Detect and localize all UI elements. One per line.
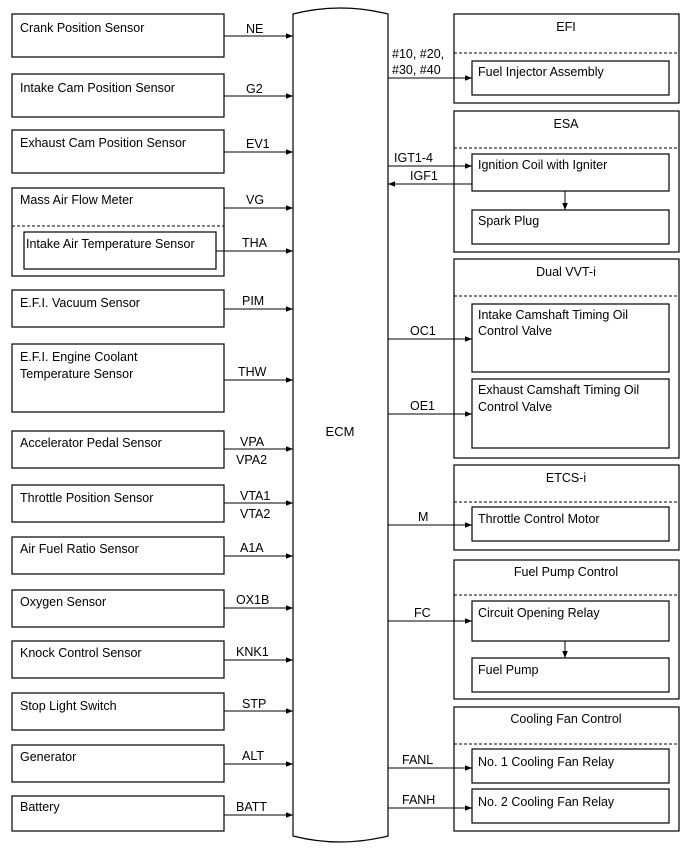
sensor-battery: Battery BATT — [11, 795, 293, 832]
svg-text:FANL: FANL — [402, 753, 433, 767]
sensor-intake-cam-position: Intake Cam Position Sensor G2 — [11, 73, 293, 118]
svg-text:M: M — [418, 510, 428, 524]
sensor-knock-control: Knock Control Sensor KNK1 — [11, 640, 293, 679]
ecm-label: ECM — [326, 424, 355, 439]
svg-text:PIM: PIM — [242, 294, 264, 308]
svg-text:Control Valve: Control Valve — [478, 324, 552, 338]
svg-text:No. 2 Cooling Fan Relay: No. 2 Cooling Fan Relay — [478, 795, 615, 809]
svg-text:Oxygen Sensor: Oxygen Sensor — [20, 595, 106, 609]
svg-text:STP: STP — [242, 697, 266, 711]
sensor-throttle-position: Throttle Position Sensor VTA1 VTA2 — [11, 484, 293, 523]
svg-text:Fuel Injector Assembly: Fuel Injector Assembly — [478, 65, 604, 79]
sensor-efi-vacuum: E.F.I. Vacuum Sensor PIM — [11, 289, 293, 328]
sensor-efi-engine-coolant-temperature: E.F.I. Engine Coolant Temperature Sensor… — [11, 343, 293, 413]
svg-text:IGT1-4: IGT1-4 — [394, 151, 433, 165]
sensor-intake-air-temperature — [23, 231, 217, 270]
ecm-block — [292, 7, 389, 843]
svg-text:EFI: EFI — [556, 20, 575, 34]
svg-text:Battery: Battery — [20, 800, 60, 814]
component-spark-plug — [471, 209, 670, 245]
component-fuel-injector-assembly — [471, 60, 670, 96]
component-intake-camshaft-timing-oil-control-valve — [471, 303, 670, 373]
svg-text:BATT: BATT — [236, 800, 267, 814]
svg-text:E.F.I. Engine Coolant: E.F.I. Engine Coolant — [20, 350, 138, 364]
svg-text:Knock Control Sensor: Knock Control Sensor — [20, 646, 142, 660]
svg-text:Throttle Position Sensor: Throttle Position Sensor — [20, 491, 153, 505]
svg-text:KNK1: KNK1 — [236, 645, 269, 659]
component-fuel-pump — [471, 657, 670, 693]
svg-text:Circuit Opening Relay: Circuit Opening Relay — [478, 606, 600, 620]
svg-text:Spark Plug: Spark Plug — [478, 214, 539, 228]
svg-text:Exhaust Cam Position Sensor: Exhaust Cam Position Sensor — [20, 136, 186, 150]
svg-text:VTA1: VTA1 — [240, 489, 270, 503]
svg-text:FC: FC — [414, 606, 431, 620]
svg-text:Air Fuel Ratio Sensor: Air Fuel Ratio Sensor — [20, 542, 139, 556]
svg-text:Control Valve: Control Valve — [478, 400, 552, 414]
svg-text:Fuel Pump: Fuel Pump — [478, 663, 538, 677]
svg-text:OC1: OC1 — [410, 324, 436, 338]
sensor-crank-position: Crank Position Sensor NE — [11, 13, 293, 58]
component-circuit-opening-relay — [471, 600, 670, 642]
svg-text:No. 1 Cooling Fan Relay: No. 1 Cooling Fan Relay — [478, 755, 615, 769]
sensor-generator: Generator ALT — [11, 744, 293, 783]
component-ignition-coil — [471, 153, 670, 192]
svg-text:G2: G2 — [246, 82, 263, 96]
sensor-mass-air-flow-meter: Mass Air Flow Meter Intake Air Temperatu… — [11, 187, 293, 277]
svg-text:E.F.I. Vacuum Sensor: E.F.I. Vacuum Sensor — [20, 296, 140, 310]
component-no2-cooling-fan-relay — [471, 788, 670, 824]
system-efi: EFI Fuel Injector Assembly #10, #20, #30… — [388, 13, 680, 104]
svg-text:#30, #40: #30, #40 — [392, 63, 441, 77]
svg-text:OE1: OE1 — [410, 399, 435, 413]
svg-text:EV1: EV1 — [246, 137, 270, 151]
svg-text:IGF1: IGF1 — [410, 169, 438, 183]
system-fuel-pump-control: Fuel Pump Control Circuit Opening Relay … — [388, 559, 680, 700]
component-no1-cooling-fan-relay — [471, 748, 670, 784]
svg-text:VPA2: VPA2 — [236, 453, 267, 467]
svg-text:OX1B: OX1B — [236, 593, 269, 607]
component-throttle-control-motor — [471, 506, 670, 542]
svg-text:NE: NE — [246, 22, 263, 36]
svg-text:Intake Air Temperature Sensor: Intake Air Temperature Sensor — [26, 237, 195, 251]
svg-text:VTA2: VTA2 — [240, 507, 270, 521]
svg-text:A1A: A1A — [240, 541, 264, 555]
sensor-stop-light-switch: Stop Light Switch STP — [11, 692, 293, 731]
svg-text:Crank Position Sensor: Crank Position Sensor — [20, 21, 144, 35]
sensor-accelerator-pedal: Accelerator Pedal Sensor VPA VPA2 — [11, 430, 293, 469]
system-cooling-fan-control: Cooling Fan Control No. 1 Cooling Fan Re… — [388, 706, 680, 832]
svg-text:THW: THW — [238, 365, 267, 379]
sensor-air-fuel-ratio: Air Fuel Ratio Sensor A1A — [11, 536, 293, 575]
svg-text:Mass Air Flow Meter: Mass Air Flow Meter — [20, 193, 133, 207]
svg-text:#10, #20,: #10, #20, — [392, 47, 444, 61]
system-etcs-i: ETCS-i Throttle Control Motor M — [388, 464, 680, 551]
sensor-exhaust-cam-position: Exhaust Cam Position Sensor EV1 — [11, 129, 293, 174]
sensor-oxygen: Oxygen Sensor OX1B — [11, 589, 293, 628]
svg-text:Temperature Sensor: Temperature Sensor — [20, 367, 133, 381]
svg-text:VG: VG — [246, 193, 264, 207]
svg-text:Dual VVT-i: Dual VVT-i — [536, 265, 596, 279]
svg-text:ALT: ALT — [242, 749, 264, 763]
system-dual-vvt-i: Dual VVT-i Intake Camshaft Timing Oil Co… — [388, 258, 680, 459]
svg-text:Intake Cam Position Sensor: Intake Cam Position Sensor — [20, 81, 175, 95]
svg-text:FANH: FANH — [402, 793, 435, 807]
component-exhaust-camshaft-timing-oil-control-valve — [471, 378, 670, 449]
svg-text:Generator: Generator — [20, 750, 76, 764]
svg-text:Stop Light Switch: Stop Light Switch — [20, 699, 117, 713]
svg-text:ESA: ESA — [553, 117, 579, 131]
system-esa: ESA Ignition Coil with Igniter Spark Plu… — [388, 110, 680, 253]
svg-text:THA: THA — [242, 236, 268, 250]
svg-text:Throttle Control Motor: Throttle Control Motor — [478, 512, 600, 526]
svg-text:Exhaust Camshaft Timing Oil: Exhaust Camshaft Timing Oil — [478, 383, 639, 397]
svg-text:ETCS-i: ETCS-i — [546, 471, 586, 485]
svg-text:Intake Camshaft Timing Oil: Intake Camshaft Timing Oil — [478, 308, 628, 322]
svg-text:Accelerator Pedal Sensor: Accelerator Pedal Sensor — [20, 436, 162, 450]
svg-text:Ignition Coil with Igniter: Ignition Coil with Igniter — [478, 158, 607, 172]
svg-text:Fuel Pump Control: Fuel Pump Control — [514, 565, 618, 579]
svg-text:VPA: VPA — [240, 435, 265, 449]
svg-text:Cooling Fan Control: Cooling Fan Control — [510, 712, 621, 726]
